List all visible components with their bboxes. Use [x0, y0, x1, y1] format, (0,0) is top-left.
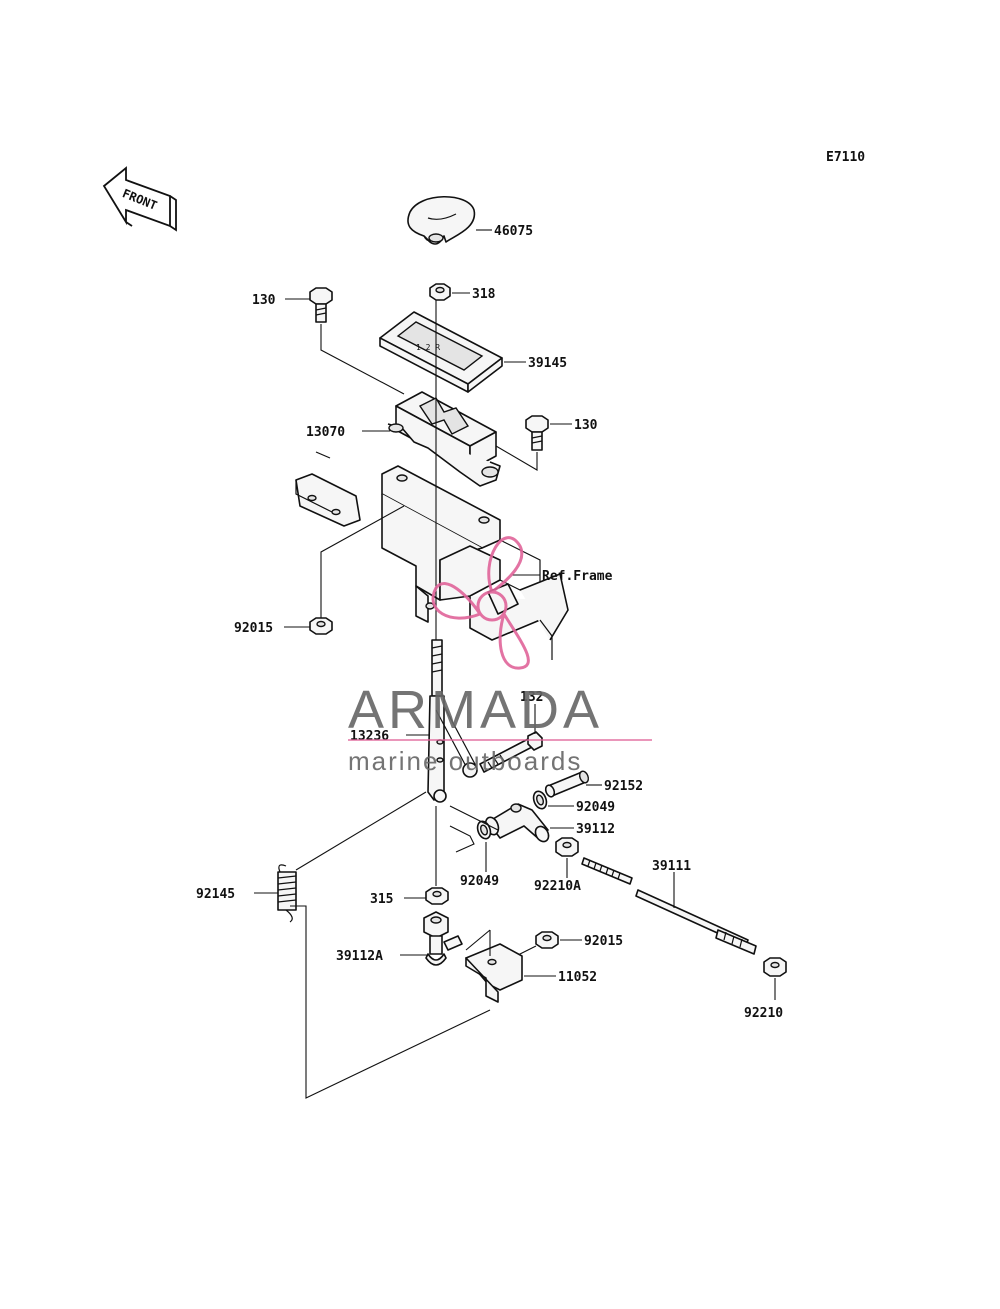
armada-watermark: ARMADA marine outboards — [348, 536, 652, 776]
nut-92210A — [555, 837, 579, 857]
nut-315 — [425, 887, 449, 905]
label-92152: 92152 — [604, 779, 643, 794]
label-92145: 92145 — [196, 887, 235, 902]
label-315: 315 — [370, 892, 393, 907]
label-130-left: 130 — [252, 293, 276, 308]
shift-rod — [581, 857, 757, 955]
shift-guide-plate: 1 2 R — [379, 311, 503, 393]
watermark-tagline: marine outboards — [348, 746, 582, 776]
nut-92015-upper — [309, 617, 333, 635]
spring-92145 — [277, 864, 297, 923]
label-132: 132 — [520, 690, 543, 705]
label-11052: 11052 — [558, 970, 597, 985]
label-92015-lower: 92015 — [584, 934, 623, 949]
label-92210A: 92210A — [534, 879, 581, 894]
bolt-132 — [479, 731, 543, 773]
label-92210: 92210 — [744, 1006, 783, 1021]
label-92049-left: 92049 — [460, 874, 499, 889]
nut-318 — [429, 283, 451, 301]
frame-bracket — [295, 451, 569, 660]
bolt-130-right — [525, 415, 549, 451]
watermark-brand: ARMADA — [348, 680, 603, 740]
label-13070: 13070 — [306, 425, 345, 440]
propeller-logo-icon — [431, 536, 530, 670]
label-130-right: 130 — [574, 418, 598, 433]
label-318: 318 — [472, 287, 496, 302]
ball-joint-39112A — [423, 911, 463, 966]
label-39112: 39112 — [576, 822, 615, 837]
label-92015-upper: 92015 — [234, 621, 273, 636]
front-arrow-icon: FRONT — [102, 166, 177, 232]
label-39145: 39145 — [528, 356, 567, 371]
nut-92015-lower — [535, 931, 559, 949]
shift-knob — [407, 195, 476, 245]
label-39111: 39111 — [652, 859, 691, 874]
label-39112A: 39112A — [336, 949, 383, 964]
nut-92210 — [763, 957, 787, 977]
washer-92049-right — [532, 790, 548, 810]
diagram-code: E7110 — [826, 150, 865, 165]
shift-lever-housing — [387, 391, 501, 487]
label-92049-right: 92049 — [576, 800, 615, 815]
label-ref-frame: Ref.Frame — [542, 569, 613, 584]
collar-92152 — [544, 770, 590, 798]
bolt-130-left — [309, 287, 333, 323]
bracket-11052 — [465, 943, 523, 1003]
label-46075: 46075 — [494, 224, 533, 239]
shaft-link-39112 — [484, 803, 550, 843]
svg-text:1 2 R: 1 2 R — [416, 343, 440, 352]
